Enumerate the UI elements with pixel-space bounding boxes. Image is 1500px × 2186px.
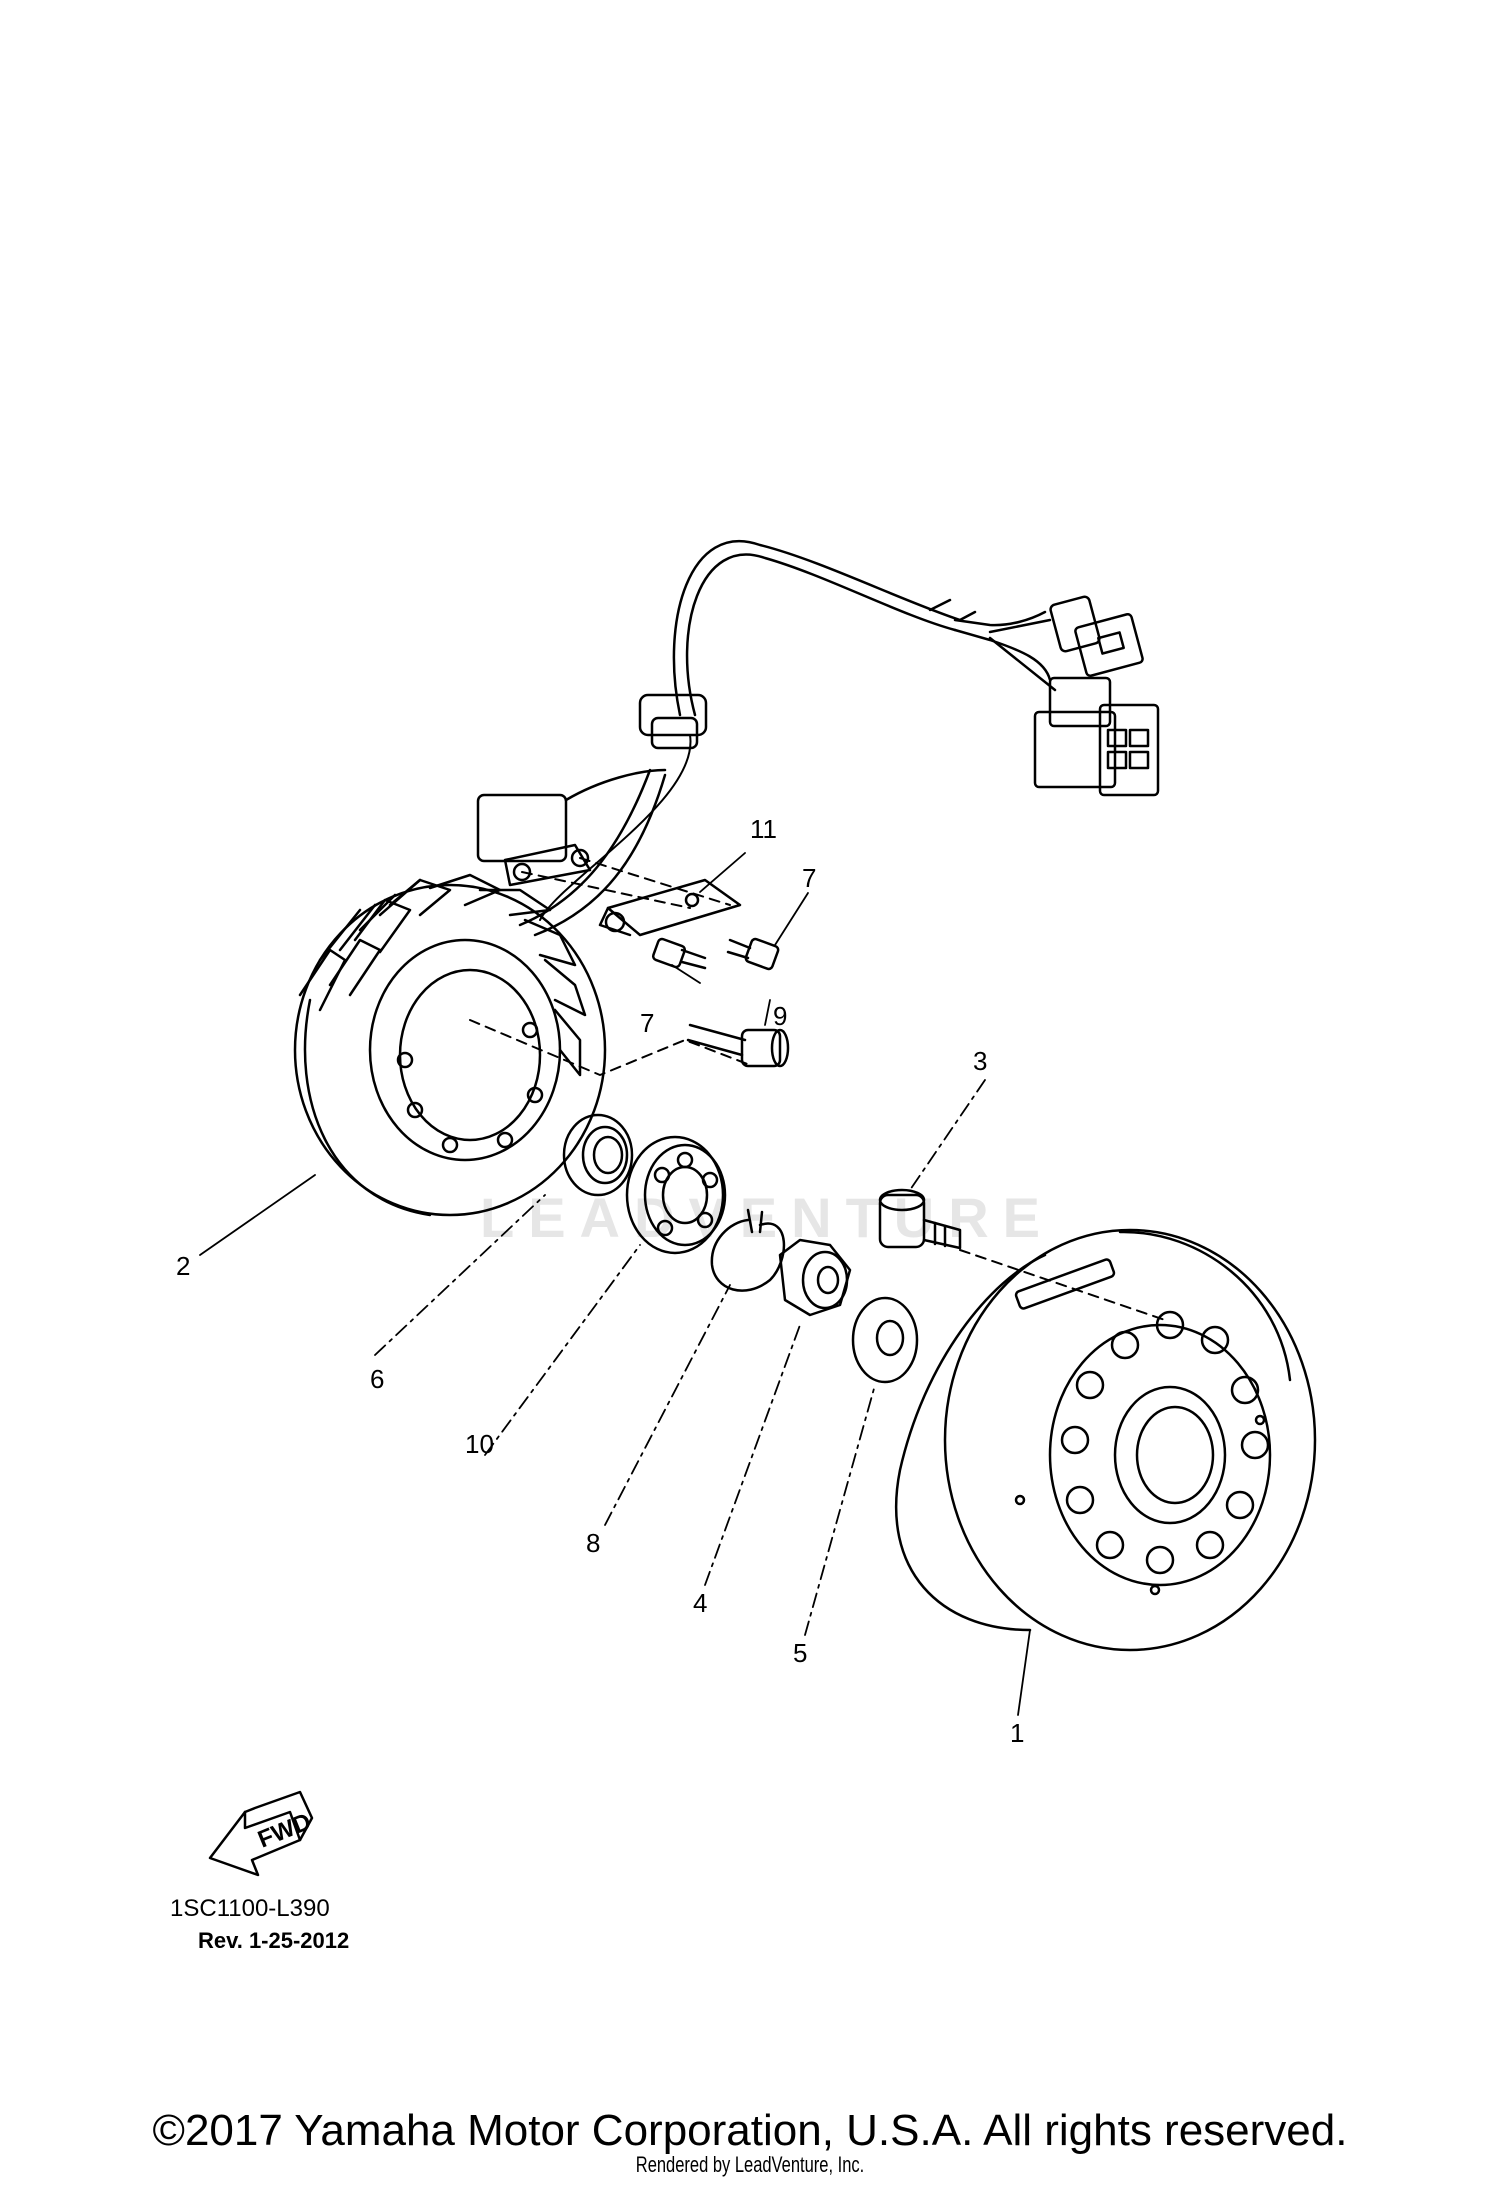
callout-10: 10	[465, 1429, 494, 1459]
callout-6: 6	[370, 1364, 384, 1394]
flywheel-rotor	[894, 1228, 1317, 1652]
circlip-8	[710, 1208, 786, 1292]
washer-5	[851, 1296, 919, 1384]
callout-2: 2	[176, 1251, 190, 1281]
bearing-10	[625, 1135, 727, 1255]
copyright-notice: ©2017 Yamaha Motor Corporation, U.S.A. A…	[152, 2106, 1348, 2155]
pickup-coil	[476, 768, 667, 887]
watermark-text: LEADVENTURE	[480, 1186, 1055, 1249]
figure-id: 1SC1100-L390	[170, 1895, 330, 1922]
bearing-6	[562, 1113, 634, 1197]
callout-7b: 7	[802, 863, 816, 893]
rendered-by-notice: Rendered by LeadVenture, Inc.	[635, 2152, 865, 2177]
callout-3: 3	[973, 1046, 987, 1076]
wire-harness	[518, 539, 1057, 937]
callout-9: 9	[773, 1001, 787, 1031]
bolt-9	[686, 1023, 790, 1068]
callout-11: 11	[750, 814, 777, 844]
callout-8: 8	[586, 1528, 600, 1558]
screw-7b	[726, 937, 780, 971]
callout-5: 5	[793, 1638, 807, 1668]
bracket-11	[598, 878, 742, 937]
stator	[293, 873, 607, 1217]
callout-1: 1	[1010, 1718, 1024, 1748]
small-connector	[1049, 595, 1144, 678]
large-connector	[1033, 676, 1160, 797]
callout-7a: 7	[640, 1008, 654, 1038]
revision-date: Rev. 1-25-2012	[198, 1928, 350, 1953]
key-3	[878, 1188, 962, 1250]
callout-4: 4	[693, 1588, 707, 1618]
screw-7a	[651, 937, 707, 970]
alignment-lines	[469, 857, 1166, 1321]
fwd-arrow-icon	[208, 1790, 314, 1877]
leader-lines	[199, 852, 1031, 1716]
nut-4	[778, 1238, 852, 1317]
